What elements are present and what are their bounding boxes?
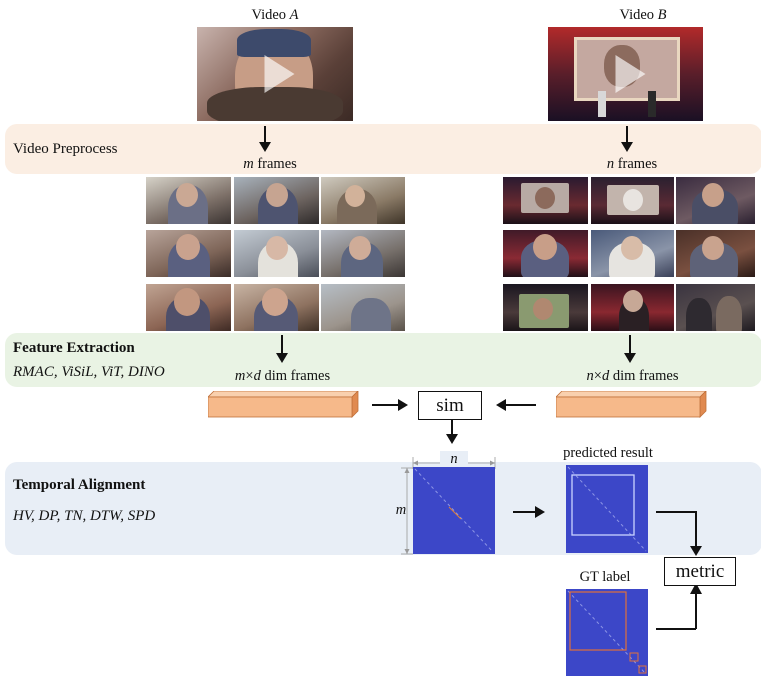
frame-thumbnail (234, 230, 319, 277)
matrix-dim-n-label: n (440, 451, 468, 468)
predicted-matrix (566, 465, 648, 553)
frame-thumbnail (591, 177, 674, 224)
video-a-title: Video A (251, 7, 299, 23)
frame-thumbnail (234, 177, 319, 224)
frame-thumbnail (503, 230, 588, 277)
arrow-predicted-to-metric (691, 511, 701, 556)
arrow-sim-down (446, 420, 458, 444)
connector-gt-v (695, 594, 697, 629)
video-a-thumbnail[interactable] (197, 27, 353, 121)
frame-thumbnail (321, 284, 405, 331)
connector-predicted-h (656, 511, 696, 513)
frame-thumbnail (591, 230, 674, 277)
frame-thumbnail (234, 284, 319, 331)
arrow-video-b-down (621, 126, 633, 152)
arrow-gt-to-metric (690, 583, 702, 594)
arrow-frames-b-down (624, 335, 636, 363)
feature-label: Feature Extraction (13, 340, 135, 356)
feature-bar-b (556, 391, 707, 418)
matrix-dim-m-label: m (395, 502, 407, 518)
gt-matrix (566, 589, 648, 676)
frames-b-label: n frames (606, 156, 658, 172)
temporal-label: Temporal Alignment (13, 477, 146, 493)
arrow-video-a-down (259, 126, 271, 152)
frame-thumbnail (676, 230, 755, 277)
frame-thumbnail (146, 284, 231, 331)
preprocess-band (5, 124, 761, 174)
frame-thumbnail (321, 230, 405, 277)
arrow-feature-b-to-sim (496, 399, 536, 411)
metric-box: metric (664, 557, 736, 586)
frame-thumbnail (146, 230, 231, 277)
frame-thumbnail (321, 177, 405, 224)
arrow-feature-a-to-sim (372, 399, 408, 411)
play-icon[interactable] (615, 55, 645, 93)
video-b-title: Video B (619, 7, 667, 23)
arrow-frames-a-down (276, 335, 288, 363)
frame-thumbnail (676, 177, 755, 224)
preprocess-label: Video Preprocess (13, 141, 118, 157)
features-a-label: m×d dim frames (234, 368, 331, 384)
connector-gt-h (656, 628, 696, 630)
video-b-thumbnail[interactable] (548, 27, 703, 121)
feature-bar-a (208, 391, 359, 418)
play-icon[interactable] (264, 55, 295, 93)
frames-a-label: m frames (243, 156, 297, 172)
frame-thumbnail (503, 284, 588, 331)
arrow-matrix-to-predicted (513, 506, 545, 518)
temporal-methods: HV, DP, TN, DTW, SPD (13, 508, 156, 524)
feature-methods: RMAC, ViSiL, ViT, DINO (13, 364, 165, 380)
matrix-dim-m (401, 467, 413, 555)
frame-thumbnail (146, 177, 231, 224)
gt-label: GT label (579, 569, 631, 585)
sim-box: sim (418, 391, 482, 420)
frame-thumbnail (503, 177, 588, 224)
features-b-label: n×d dim frames (586, 368, 679, 384)
frame-thumbnail (591, 284, 674, 331)
similarity-matrix (413, 467, 495, 554)
frame-thumbnail (676, 284, 755, 331)
predicted-label: predicted result (563, 445, 653, 461)
